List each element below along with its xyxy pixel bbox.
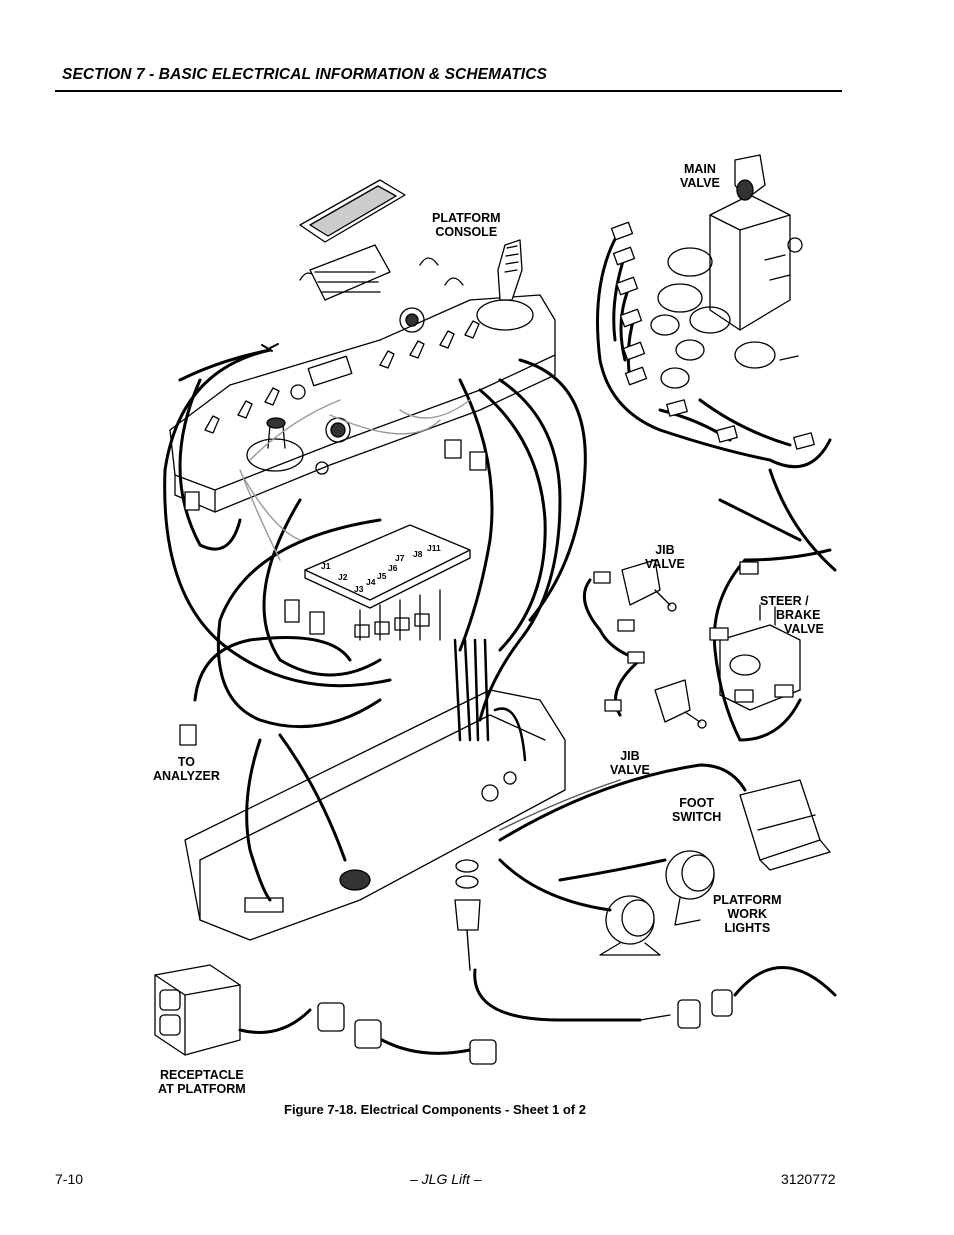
steer-brake-valve	[709, 548, 832, 742]
label-platform-work-lights: PLATFORM WORK LIGHTS	[713, 893, 782, 935]
harness-connectors	[179, 343, 487, 746]
connector-j6: J6	[388, 563, 398, 573]
label-line: AT PLATFORM	[158, 1082, 246, 1096]
label-foot-switch: FOOT SWITCH	[672, 796, 721, 824]
label-line: FOOT	[679, 796, 715, 810]
control-box-tray	[184, 689, 566, 941]
label-line: ANALYZER	[153, 769, 220, 783]
connector-j3: J3	[354, 584, 364, 594]
footer-page-number: 7-10	[55, 1171, 84, 1187]
connector-j11: J11	[427, 543, 441, 553]
tray-wires	[453, 638, 527, 762]
label-line: WORK	[727, 907, 768, 921]
label-line: PLATFORM	[432, 211, 501, 225]
label-jib-valve-lower: JIB VALVE	[610, 749, 650, 777]
section-title: SECTION 7 - BASIC ELECTRICAL INFORMATION…	[62, 66, 547, 83]
console-harness	[163, 348, 587, 902]
label-line: VALVE	[784, 622, 824, 636]
label-platform-console: PLATFORM CONSOLE	[432, 211, 501, 239]
jib-valve-upper	[582, 559, 677, 662]
label-line: VALVE	[645, 557, 685, 571]
connector-j2: J2	[338, 572, 348, 582]
label-line: LIGHTS	[724, 921, 771, 935]
bulkhead-connector	[454, 859, 837, 1029]
connector-j5: J5	[377, 571, 387, 581]
label-line: VALVE	[680, 176, 720, 190]
label-line: VALVE	[610, 763, 650, 777]
label-receptacle: RECEPTACLE AT PLATFORM	[158, 1068, 246, 1096]
header-rule	[55, 90, 842, 92]
label-jib-valve-upper: JIB VALVE	[645, 543, 685, 571]
label-steer-brake-valve: STEER / BRAKE VALVE	[760, 594, 824, 636]
connector-j7: J7	[395, 553, 405, 563]
led-display	[178, 179, 406, 382]
figure-caption: Figure 7-18. Electrical Components - She…	[284, 1102, 586, 1117]
receptacle-at-platform	[154, 964, 497, 1065]
main-valve-plugs	[610, 221, 815, 450]
label-line: STEER /	[760, 594, 809, 608]
label-line: PLATFORM	[713, 893, 782, 907]
label-line: TO	[177, 755, 196, 769]
label-to-analyzer: TO ANALYZER	[153, 755, 220, 783]
main-valve	[650, 154, 803, 389]
platform-console	[169, 239, 556, 513]
label-line: JIB	[655, 543, 675, 557]
foot-switch	[498, 763, 831, 871]
label-line: RECEPTACLE	[159, 1068, 244, 1082]
label-line: BRAKE	[776, 608, 821, 622]
connector-j8: J8	[413, 549, 423, 559]
label-line: CONSOLE	[435, 225, 498, 239]
jib-valve-lower	[604, 651, 707, 729]
connector-j1: J1	[321, 561, 331, 571]
footer-publisher: – JLG Lift –	[410, 1171, 482, 1187]
label-main-valve: MAIN VALVE	[680, 162, 720, 190]
footer-doc-number: 3120772	[781, 1171, 836, 1187]
connector-board	[304, 524, 471, 641]
platform-work-lights	[498, 850, 715, 956]
connector-j4: J4	[366, 577, 376, 587]
label-line: MAIN	[683, 162, 716, 176]
label-line: JIB	[620, 749, 640, 763]
label-line: SWITCH	[672, 810, 722, 824]
